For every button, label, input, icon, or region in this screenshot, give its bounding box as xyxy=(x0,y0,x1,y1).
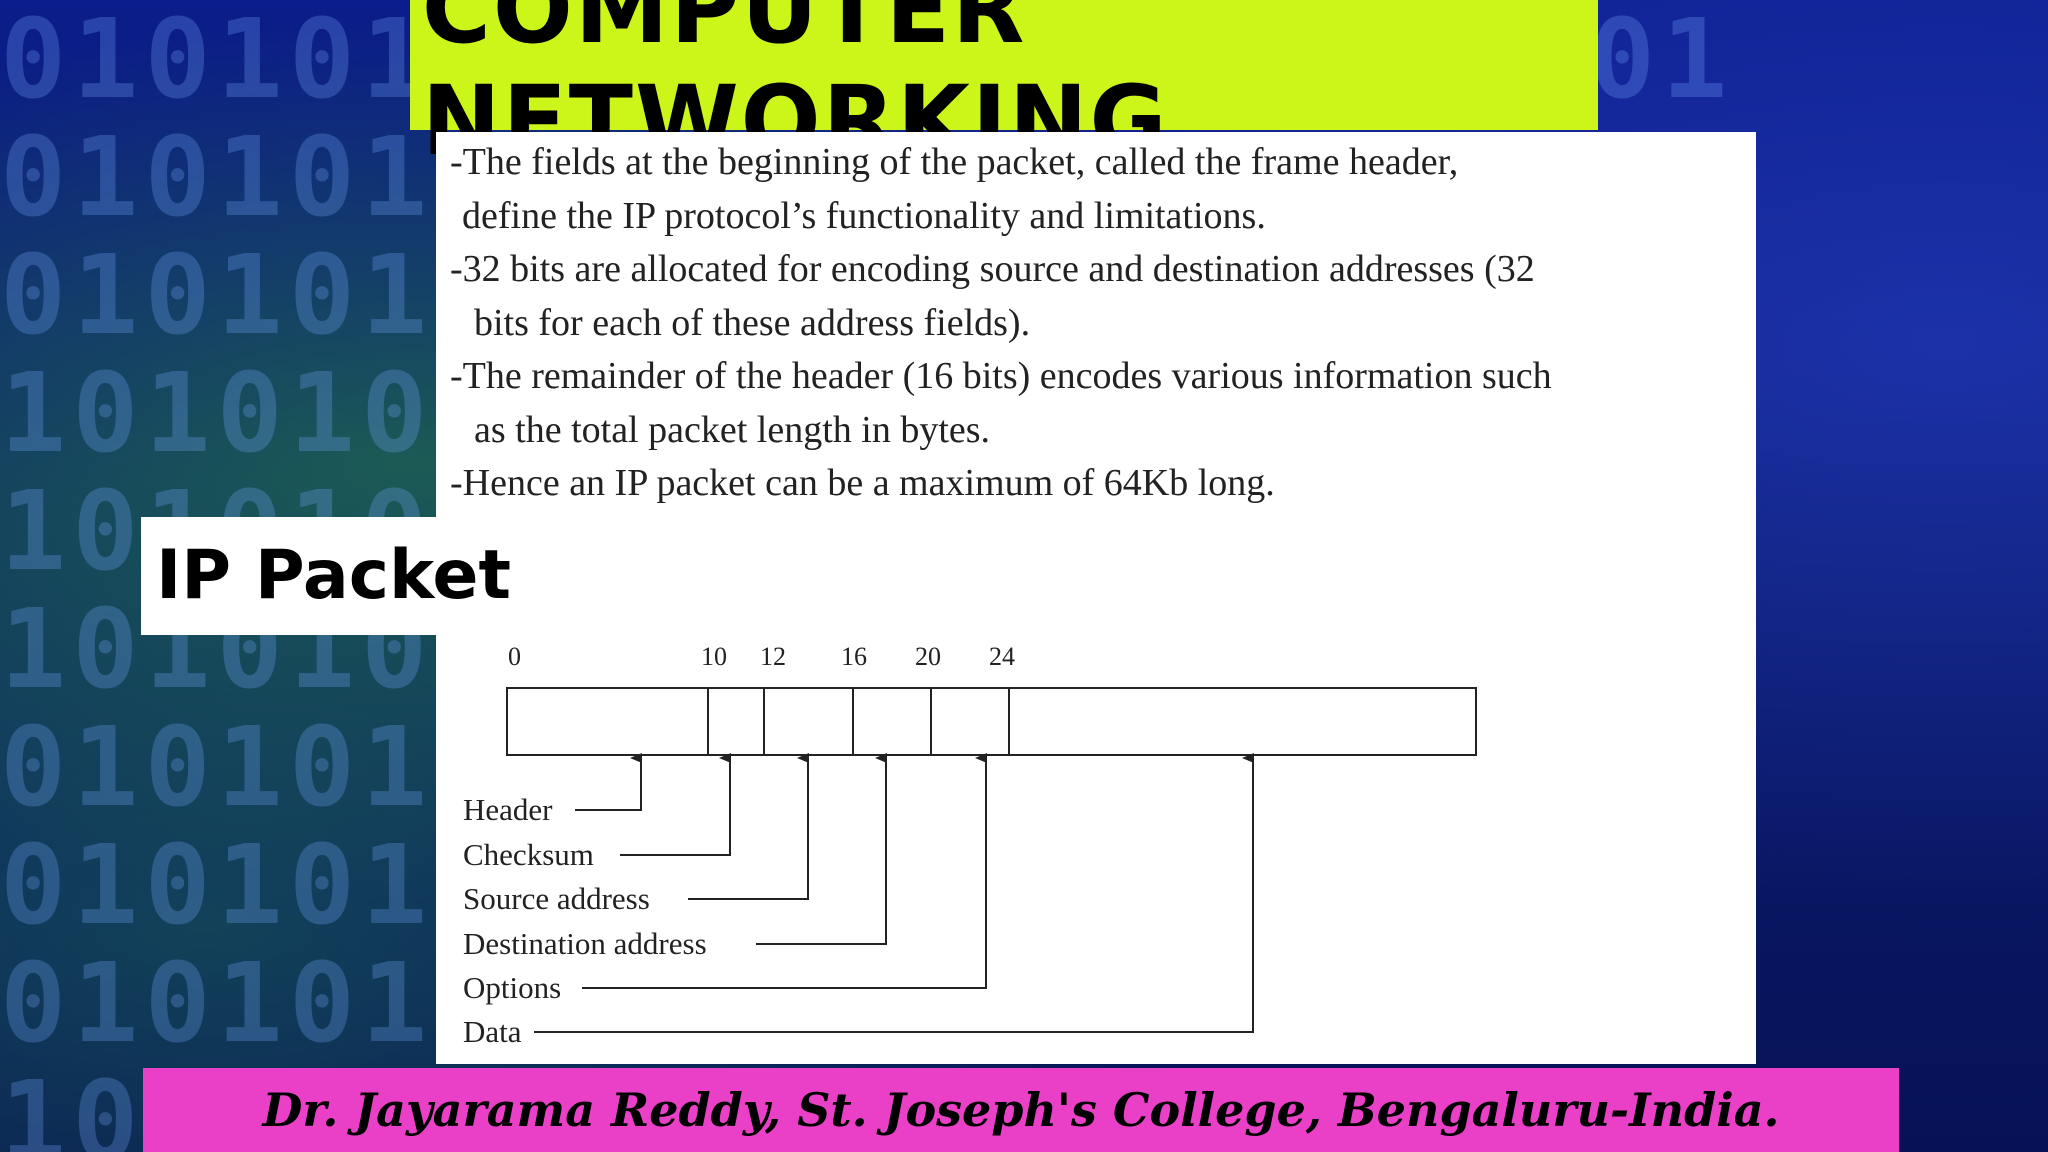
tick-label-24: 24 xyxy=(989,642,1015,671)
tick-label-0: 0 xyxy=(508,642,521,671)
bullet-1-line-2: define the IP protocol’s functionality a… xyxy=(462,194,1266,237)
packet-bar xyxy=(506,687,1477,756)
tick-label-20: 20 xyxy=(915,642,941,671)
field-label-options: Options xyxy=(463,970,561,1005)
credit-banner: Dr. Jayarama Reddy, St. Joseph's College… xyxy=(143,1068,1899,1152)
options-arrow xyxy=(582,753,987,989)
bullet-2-line-2: bits for each of these address fields). xyxy=(474,301,1031,344)
field-label-data: Data xyxy=(463,1014,522,1049)
section-title-box xyxy=(141,517,441,635)
field-label-source-address: Source address xyxy=(463,881,650,916)
bullet-3-line-2: as the total packet length in bytes. xyxy=(474,408,991,451)
field-label-checksum: Checksum xyxy=(463,837,594,872)
tick-label-16: 16 xyxy=(841,642,867,671)
bullet-4-line-1: -Hence an IP packet can be a maximum of … xyxy=(450,462,1275,504)
destination-address-arrow xyxy=(756,753,887,945)
bullet-3-line-1: -The remainder of the header (16 bits) e… xyxy=(450,355,1552,397)
tick-label-10: 10 xyxy=(701,642,727,671)
field-label-destination-address: Destination address xyxy=(463,926,707,961)
bullet-2-line-1: -32 bits are allocated for encoding sour… xyxy=(450,248,1535,290)
bullet-list: -The fields at the beginning of the pack… xyxy=(450,136,1750,511)
section-title: IP Packet xyxy=(156,536,512,615)
credit-text: Dr. Jayarama Reddy, St. Joseph's College… xyxy=(262,1083,1780,1137)
content-panel xyxy=(436,132,1756,1064)
field-label-header: Header xyxy=(463,792,553,827)
source-address-arrow xyxy=(688,753,809,900)
header-arrow xyxy=(575,753,642,811)
bullet-1-line-1: -The fields at the beginning of the pack… xyxy=(450,141,1459,183)
data-arrow xyxy=(534,753,1254,1033)
tick-label-12: 12 xyxy=(760,642,786,671)
checksum-arrow xyxy=(620,753,731,856)
